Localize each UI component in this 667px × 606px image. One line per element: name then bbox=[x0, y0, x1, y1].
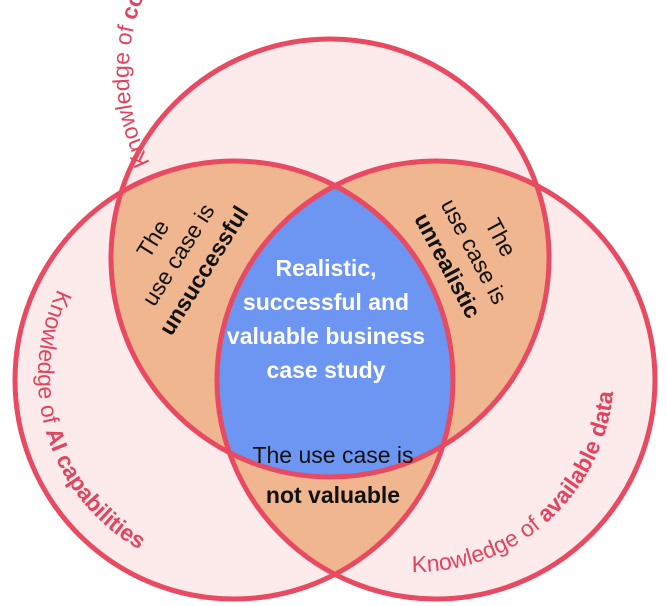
zone-not-valuable: The use case is not valuable bbox=[252, 442, 413, 508]
svg-text:not valuable: not valuable bbox=[266, 482, 400, 508]
svg-text:The use case is: The use case is bbox=[252, 442, 413, 468]
svg-text:successful and: successful and bbox=[243, 289, 409, 315]
circle-outlines bbox=[12, 36, 658, 602]
svg-text:valuable business: valuable business bbox=[227, 323, 425, 349]
center-label: Realistic, successful and valuable busin… bbox=[227, 255, 425, 383]
center-region bbox=[217, 161, 453, 477]
svg-text:case study: case study bbox=[267, 357, 386, 383]
svg-text:Realistic,: Realistic, bbox=[276, 255, 377, 281]
